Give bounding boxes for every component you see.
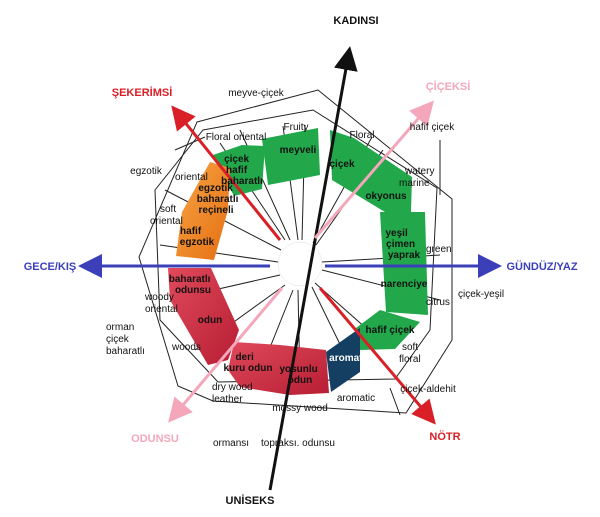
segment-cicek-hafif-baharatli [213,145,265,196]
label-fruity: Fruity [284,122,309,133]
segment-hafif-cicek [356,310,420,350]
axis-label-lower-right: NÖTR [429,430,460,443]
label-woody-oriental: woody oriental [144,292,178,315]
axis-arrows [78,46,502,491]
segment-label-egzotik-baharatli-recineli: egzotik baharatlı reçineli [197,183,241,216]
label-aromatic: aromatic [337,393,375,404]
center-circle [277,241,323,287]
axis-label-top: KADINSI [333,15,378,27]
label-orman-cicek-baharatli: orman çiçek baharatlı [106,322,145,357]
segment-label-okyonus: okyonus [365,191,407,202]
seg-yaprak: yaprak [388,250,421,261]
label-oriental: oriental [175,172,208,183]
label-cicek: çiçek [106,334,130,345]
label-cicek-aldehit: çiçek-aldehit [400,384,456,395]
label-baharatli: baharatlı [106,346,145,357]
segment-label-cicek-hafif-baharatli: çiçek hafif baharatlı [221,154,263,187]
segment-label-hafif-egzotik: hafif egzotik [180,226,215,248]
segment-label-cicek: çiçek [329,159,354,170]
segment-label-narenciye: narenciye [381,279,428,290]
label-floral-oriental: Floral oriental [206,132,267,143]
segment-label-yesil-cimen-yaprak: yeşil çimen yaprak [385,228,420,261]
axis-label-bottom: UNİSEKS [226,494,275,507]
label-oriental-2: oriental [150,216,183,227]
axis-label-left: GECE/KIŞ [24,261,77,273]
label-cicek-yesil: çiçek-yeşil [458,289,504,300]
seg-recineli: reçineli [198,205,233,216]
seg-cimen: çimen [386,239,415,250]
label-soft-floral: soft floral [399,342,421,365]
label-soft: soft [160,204,176,215]
label-topraksi-odunsu: topraksı. odunsu [261,438,335,449]
label-woody: woody [144,292,174,303]
segment-label-deri-kuru-odun: deri kuru odun [224,352,273,374]
segment-aromatik [326,328,360,392]
label-soft-2: soft [402,342,418,353]
segment-label-yosunlu-odun: yosunlu odun [279,364,320,386]
axis-label-upper-left: ŞEKERİMSİ [112,86,173,99]
segment-egzotik-hafif-egzotik [176,162,230,260]
label-citrus: citrus [426,297,450,308]
label-orman: orman [106,322,134,333]
segment-label-meyveli: meyveli [280,145,317,156]
label-dry-wood: dry wood [212,382,253,393]
label-mossy-wood: mossy wood [272,403,328,414]
label-floral-2: floral [399,354,421,365]
seg-baharatli-3: baharatlı [169,274,211,285]
label-soft-oriental: soft oriental [150,204,183,227]
seg-yosunlu: yosunlu [279,364,317,375]
outer-octagon [138,89,453,414]
segment-label-aromatik: aromatik [329,353,371,364]
label-ormansi: ormansı [213,438,249,449]
label-watery-marine: watery marine [399,166,437,189]
label-woods: woods [171,342,201,353]
segment-meyveli [262,128,320,185]
segment-yesil-narenciye [380,212,428,315]
seg-baharatli: baharatlı [221,176,263,187]
seg-cicek: çiçek [224,154,249,165]
seg-baharatli-2: baharatlı [197,194,239,205]
segment-label-hafif-cicek: hafif çiçek [366,325,415,336]
label-watery: watery [404,166,434,177]
axis-label-right: GÜNDÜZ/YAZ [506,260,577,273]
label-green: green [426,244,452,255]
seg-egzotik-2: egzotik [180,237,215,248]
label-oriental-3: oriental [145,304,178,315]
seg-yesil: yeşil [385,228,407,239]
seg-egzotik: egzotik [198,183,233,194]
label-egzotik-outer: egzotik [130,166,163,177]
seg-odunsu: odunsu [175,285,211,296]
label-floral: Floral [349,130,374,141]
axis-label-upper-right: ÇİÇEKSİ [426,80,471,93]
inner-octagon [154,109,438,383]
seg-deri: deri [235,352,254,363]
segment-baharatli-odun [168,268,239,365]
segment-label-baharatli-odunsu: baharatlı odunsu [169,274,213,296]
axis-label-lower-left: ODUNSU [131,433,179,445]
label-leather: leather [212,394,243,405]
label-marine: marine [399,178,430,189]
label-dry-wood-leather: dry wood leather [212,382,255,405]
segment-label-odun: odun [198,315,222,326]
seg-hafif: hafif [226,165,248,176]
segment-deri-yosunlu [228,342,329,395]
seg-hafif-2: hafif [180,226,202,237]
label-meyve-cicek: meyve-çiçek [228,88,285,99]
seg-kuru-odun: kuru odun [224,363,273,374]
label-hafif-cicek-outer: hafif çiçek [410,122,455,133]
seg-odun-2: odun [288,375,312,386]
